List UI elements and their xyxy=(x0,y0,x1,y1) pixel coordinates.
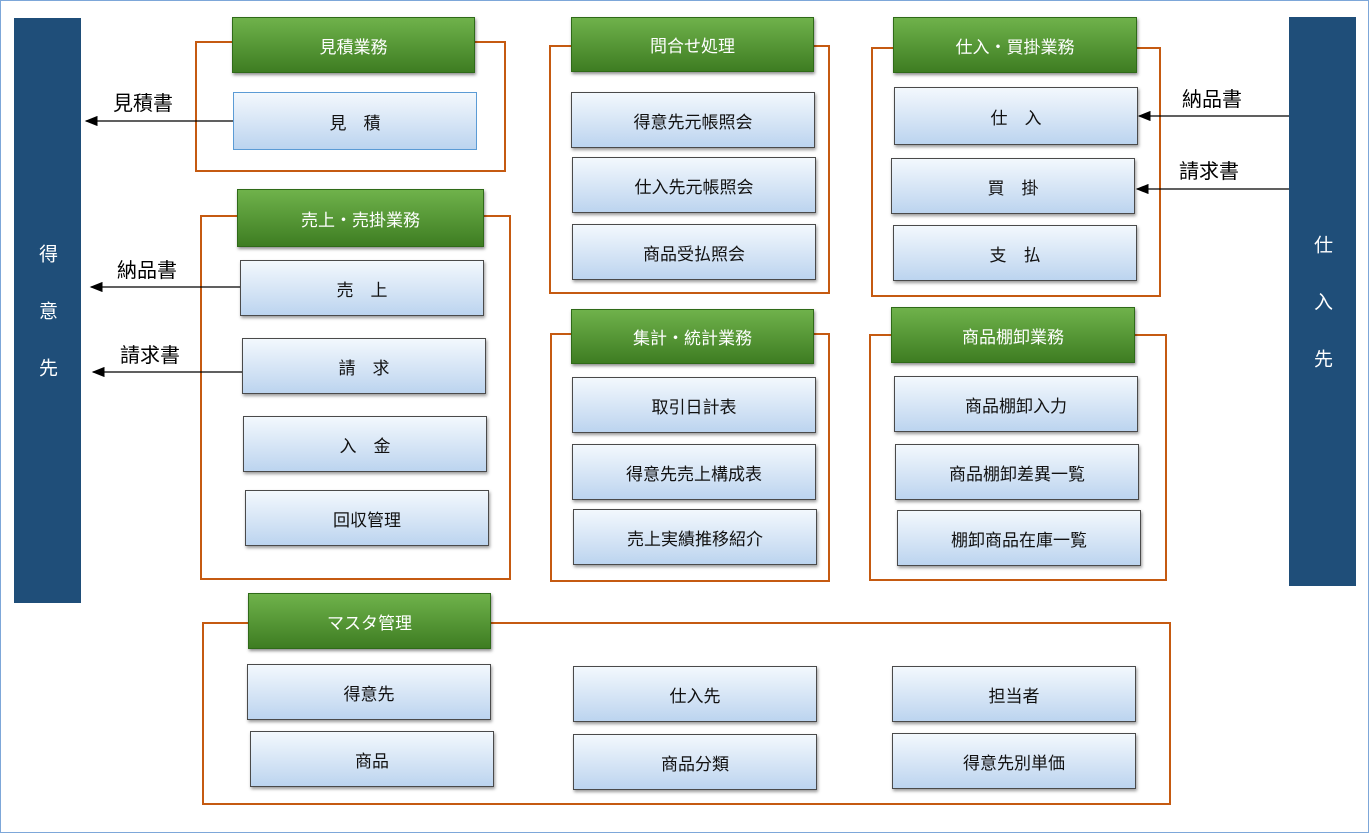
master-group-title: マスタ管理 xyxy=(248,593,491,649)
stats-item-trend[interactable]: 売上実績推移紹介 xyxy=(573,509,817,565)
inventory-item-input[interactable]: 商品棚卸入力 xyxy=(894,376,1138,432)
master-item-staff[interactable]: 担当者 xyxy=(892,666,1136,722)
master-item-supplier[interactable]: 仕入先 xyxy=(573,666,817,722)
inquiry-item-goods-flow[interactable]: 商品受払照会 xyxy=(572,224,816,280)
inventory-group-title: 商品棚卸業務 xyxy=(891,307,1135,363)
inquiry-item-customer-ledger[interactable]: 得意先元帳照会 xyxy=(571,92,815,148)
label-purchase-invoice: 請求書 xyxy=(1179,159,1239,183)
inventory-item-variance[interactable]: 商品棚卸差異一覧 xyxy=(895,444,1139,500)
label-sales-invoice: 請求書 xyxy=(120,343,180,367)
inventory-item-stock[interactable]: 棚卸商品在庫一覧 xyxy=(897,510,1141,566)
purchase-group-title: 仕入・買掛業務 xyxy=(893,17,1137,73)
inquiry-group-title: 問合せ処理 xyxy=(571,17,814,72)
customer-bar: 得意先 xyxy=(14,18,81,603)
label-sales-delivery: 納品書 xyxy=(117,258,177,282)
sales-item-collection[interactable]: 回収管理 xyxy=(245,490,489,546)
stats-item-composition[interactable]: 得意先売上構成表 xyxy=(572,444,816,500)
label-quote: 見積書 xyxy=(113,91,173,115)
inquiry-item-supplier-ledger[interactable]: 仕入先元帳照会 xyxy=(572,157,816,213)
supplier-bar: 仕入先 xyxy=(1289,17,1356,586)
sales-item-payment[interactable]: 入 金 xyxy=(243,416,487,472)
sales-item-billing[interactable]: 請 求 xyxy=(242,338,486,394)
stats-item-daily[interactable]: 取引日計表 xyxy=(572,377,816,433)
master-item-product[interactable]: 商品 xyxy=(250,731,494,787)
master-item-unit-price[interactable]: 得意先別単価 xyxy=(892,733,1136,789)
sales-group-title: 売上・売掛業務 xyxy=(237,189,484,247)
purchase-item-payable[interactable]: 買 掛 xyxy=(891,158,1135,214)
stats-group-title: 集計・統計業務 xyxy=(571,309,814,364)
master-group xyxy=(202,622,1171,805)
label-purchase-delivery: 納品書 xyxy=(1182,87,1242,111)
sales-item-sales[interactable]: 売 上 xyxy=(240,260,484,316)
master-item-category[interactable]: 商品分類 xyxy=(573,734,817,790)
purchase-item-payment[interactable]: 支 払 xyxy=(893,225,1137,281)
purchase-item-purchase[interactable]: 仕 入 xyxy=(894,87,1138,145)
estimate-item[interactable]: 見 積 xyxy=(233,92,477,150)
master-item-customer[interactable]: 得意先 xyxy=(247,664,491,720)
estimate-group-title: 見積業務 xyxy=(232,17,475,73)
